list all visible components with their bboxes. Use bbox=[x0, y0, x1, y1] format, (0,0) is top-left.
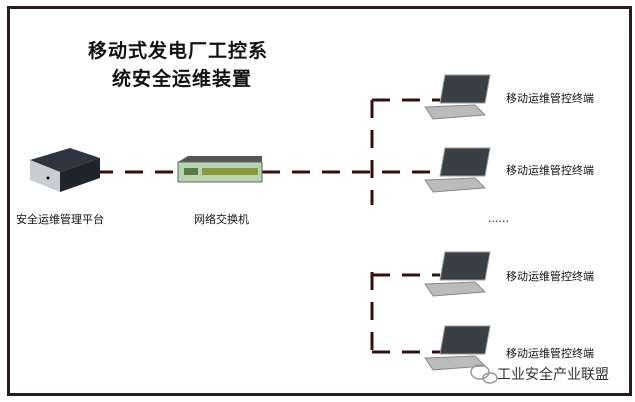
title-line-1: 移动式发电厂工控系 bbox=[88, 40, 269, 62]
switch-icon bbox=[177, 156, 263, 183]
terminal-label: 移动运维管控终端 bbox=[506, 347, 594, 360]
frame-border bbox=[7, 6, 632, 396]
terminal-label: 移动运维管控终端 bbox=[506, 92, 594, 105]
wechat-icon bbox=[470, 364, 498, 384]
title-line-2: 统安全运维装置 bbox=[112, 68, 253, 90]
terminal-label: 移动运维管控终端 bbox=[506, 270, 594, 283]
platform-label: 安全运维管理平台 bbox=[16, 213, 104, 226]
server-icon bbox=[30, 148, 100, 192]
ellipsis: ...... bbox=[488, 212, 509, 225]
laptop-icons bbox=[424, 74, 491, 371]
watermark: 工业安全产业联盟 bbox=[497, 367, 609, 383]
terminal-label: 移动运维管控终端 bbox=[506, 164, 594, 177]
switch-label: 网络交换机 bbox=[194, 213, 249, 226]
